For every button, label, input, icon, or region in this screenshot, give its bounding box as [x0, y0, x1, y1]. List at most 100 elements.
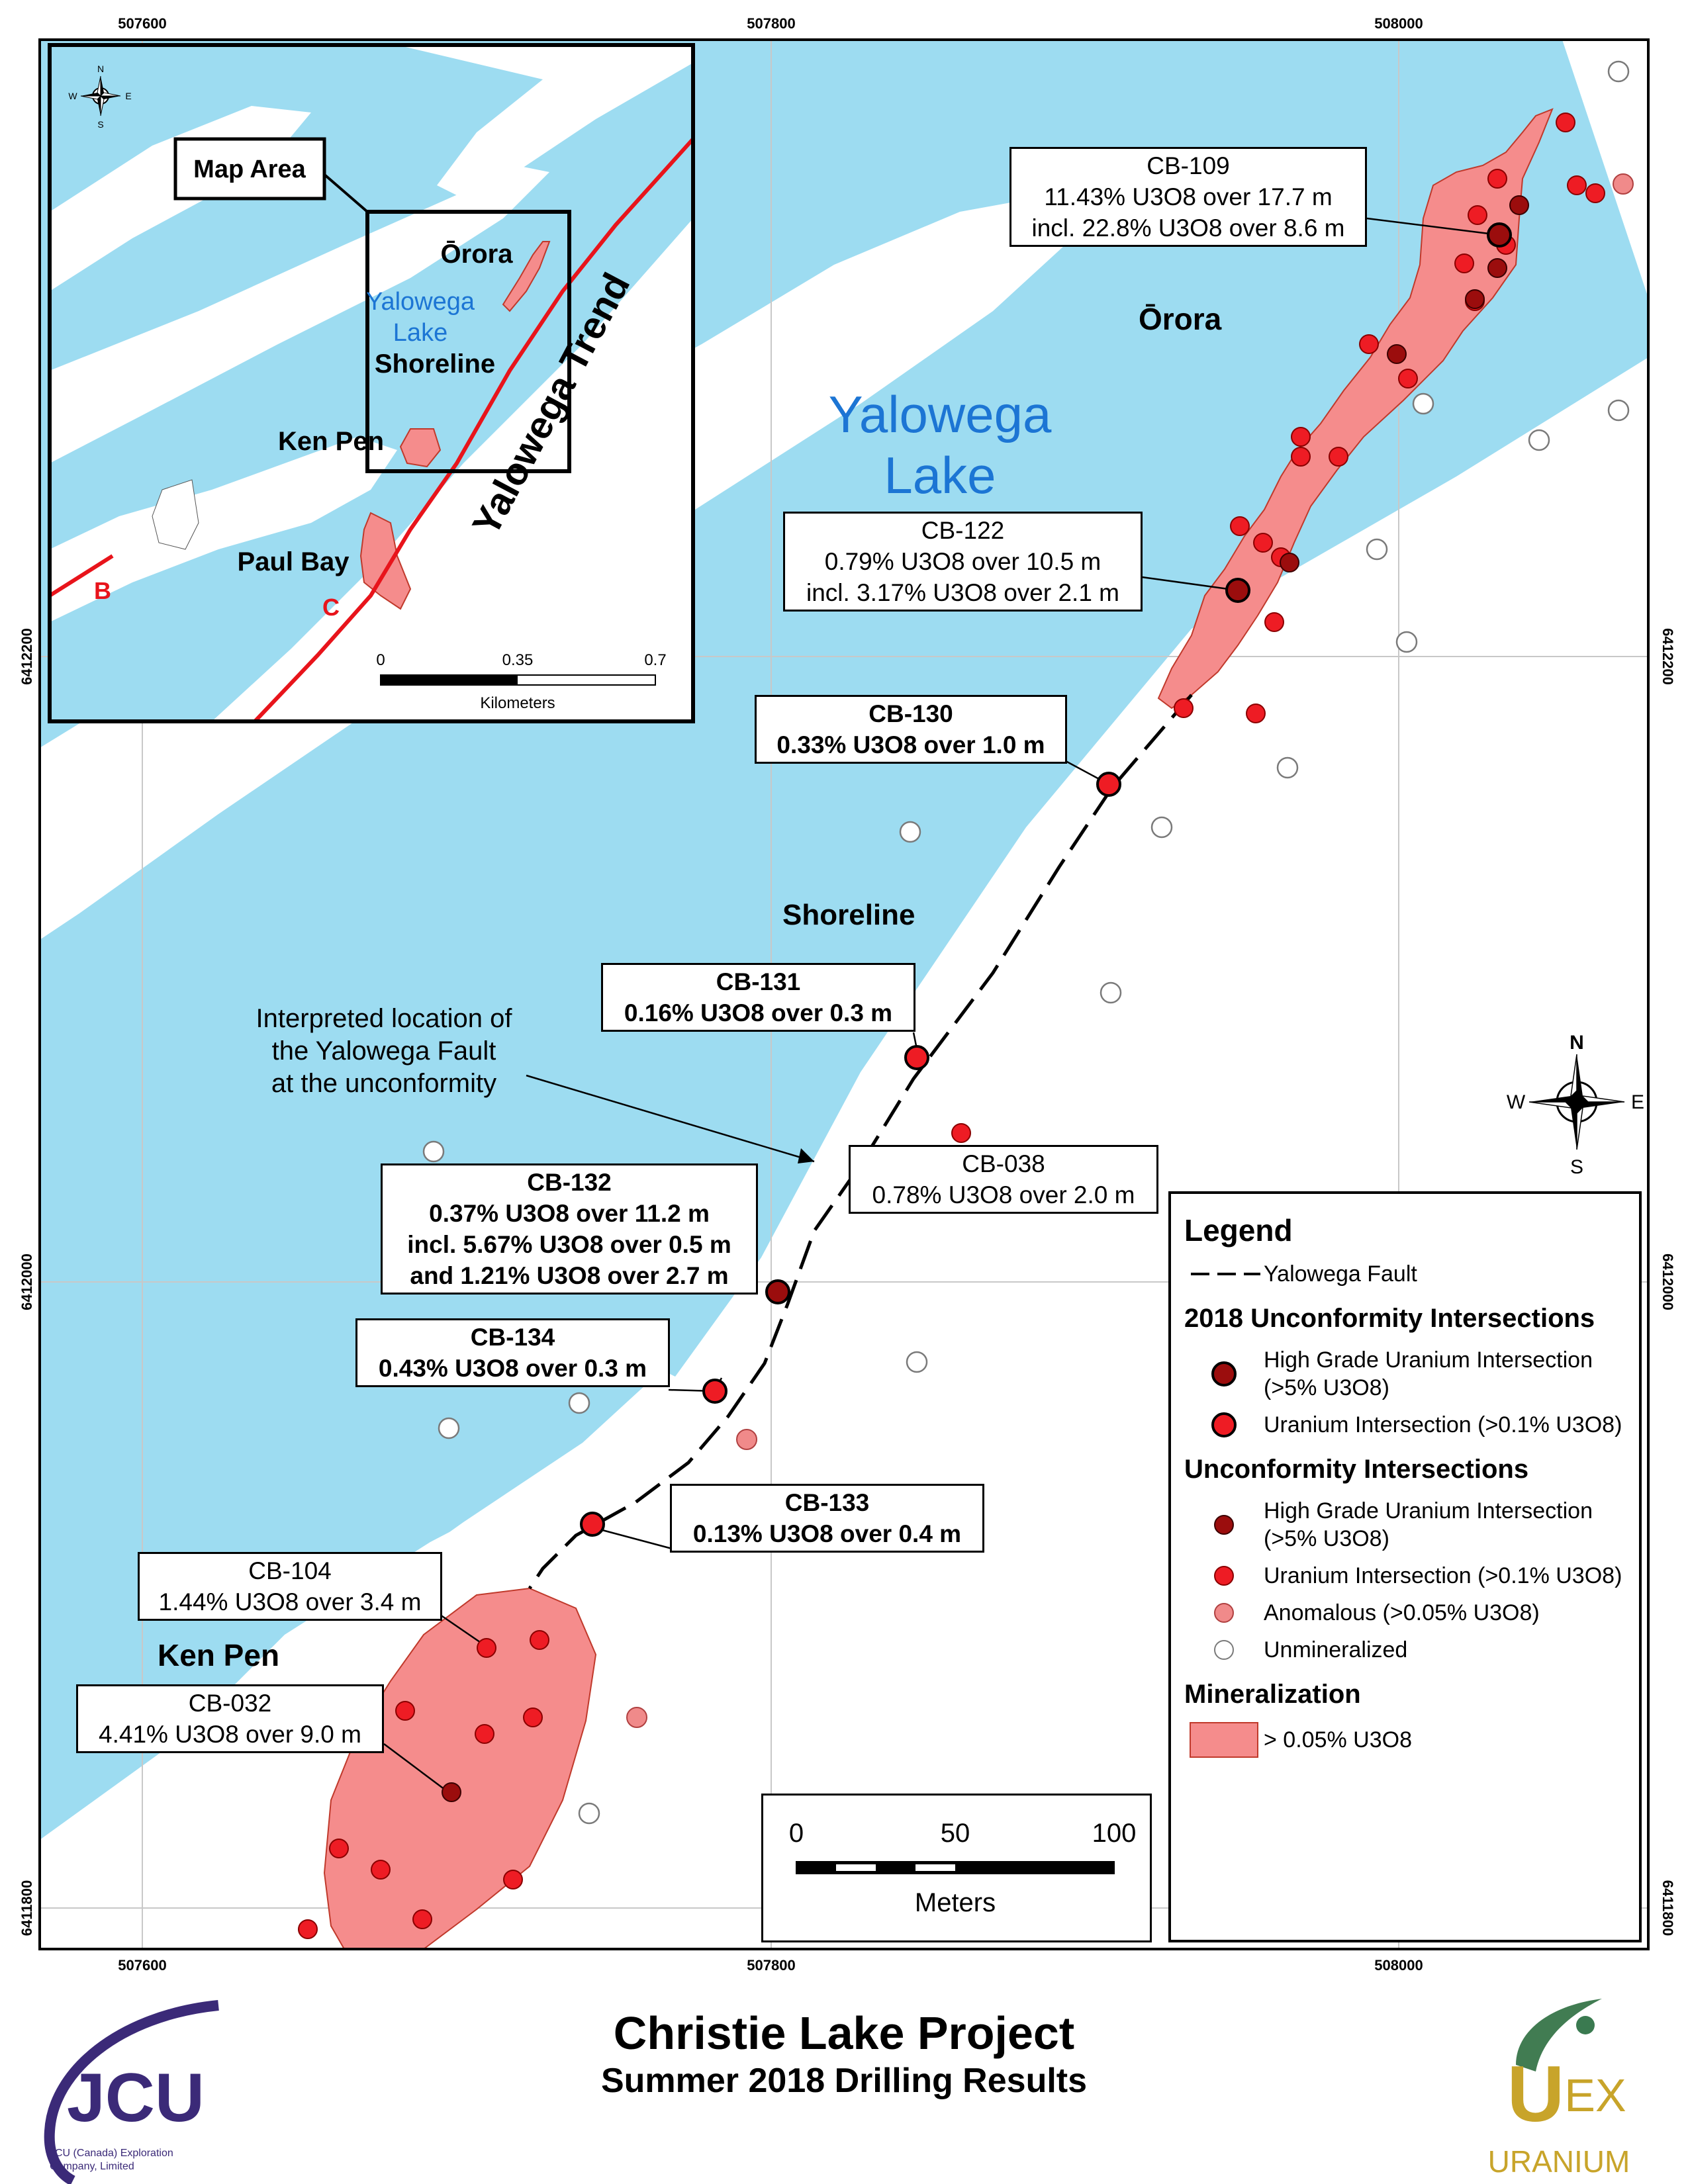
- coord-n-left-0: 6412200: [19, 628, 35, 685]
- inset-paulbay: [359, 512, 412, 610]
- legend-u-2018-row: Uranium Intersection (>0.1% U3O8): [1184, 1411, 1626, 1439]
- coord-n-right-2: 6411800: [1660, 1880, 1676, 1936]
- callout-cb109: CB-109 11.43% U3O8 over 17.7 m incl. 22.…: [1009, 147, 1367, 247]
- uranium-2018-holes: [580, 772, 1121, 1537]
- legend-u-2018-label: Uranium Intersection (>0.1% U3O8): [1264, 1412, 1622, 1437]
- scale-bar: 0 50 100 Meters: [761, 1794, 1152, 1942]
- yalowega-fault: [528, 694, 1193, 1590]
- map-frame: [38, 38, 1650, 1950]
- unmineralized-holes: [422, 60, 1630, 1825]
- uex-logo: U EX URANIUM: [1488, 1999, 1630, 2179]
- cb132-line-1: 0.37% U3O8 over 11.2 m: [429, 1200, 710, 1227]
- scale-tick-1: 50: [941, 1819, 970, 1848]
- cb132-line-2: incl. 5.67% U3O8 over 0.5 m: [407, 1231, 731, 1258]
- uex-logo-u: U: [1507, 2050, 1565, 2138]
- label-shoreline: Shoreline: [782, 899, 915, 931]
- inset-orora-label: Ōrora: [441, 240, 514, 269]
- fault-note: Interpreted location of the Yalowega Fau…: [225, 1003, 543, 1100]
- cb109-line-1: 11.43% U3O8 over 17.7 m: [1044, 183, 1333, 210]
- inset-scale-tick-2: 0.7: [644, 651, 666, 669]
- inset-c-label: C: [322, 594, 340, 621]
- cb134-line-1: 0.43% U3O8 over 0.3 m: [378, 1355, 647, 1382]
- uex-logo-ex: EX: [1564, 2070, 1626, 2121]
- scale-unit: Meters: [915, 1888, 996, 1917]
- legend-fault-row: Yalowega Fault: [1184, 1260, 1626, 1288]
- callout-cb122: CB-122 0.79% U3O8 over 10.5 m incl. 3.17…: [783, 512, 1143, 612]
- title-block: Christie Lake Project Summer 2018 Drilli…: [0, 2005, 1688, 2101]
- inset-orora: [502, 241, 551, 312]
- label-yalowega-lake: Yalowega Lake: [794, 384, 1086, 506]
- inset-land-4: [397, 45, 693, 199]
- label-ken-pen: Ken Pen: [158, 1638, 280, 1672]
- uex-logo-word: URANIUM: [1488, 2144, 1630, 2179]
- inset-island: [152, 479, 199, 550]
- coord-e-top-2: 508000: [1374, 15, 1423, 32]
- callout-cb131: CB-131 0.16% U3O8 over 0.3 m: [601, 963, 915, 1032]
- coord-n-right-1: 6412000: [1660, 1253, 1676, 1310]
- coord-n-left-1: 6412000: [19, 1253, 35, 1310]
- scale-tick-2: 100: [1092, 1819, 1137, 1848]
- inset-map-area-box: [365, 210, 571, 473]
- inset-compass-w: W: [68, 91, 77, 101]
- inset-compass-s: S: [97, 119, 103, 130]
- page-title: Christie Lake Project: [613, 2007, 1075, 2059]
- compass-n: N: [1570, 1032, 1584, 1054]
- cb032-line-1: 4.41% U3O8 over 9.0 m: [99, 1721, 361, 1748]
- page-subtitle: Summer 2018 Drilling Results: [600, 2062, 1088, 2100]
- legend-u-2018-symbol: [1211, 1412, 1237, 1437]
- fault-note-line-1: Interpreted location of: [256, 1004, 512, 1033]
- legend-min-row: > 0.05% U3O8: [1184, 1722, 1626, 1758]
- inset-map-area-label: Map Area: [193, 156, 306, 183]
- legend-unmin-symbol: [1214, 1640, 1234, 1660]
- label-orora: Ōrora: [1139, 302, 1222, 336]
- inset-land-2: [50, 165, 549, 463]
- callout-cb032: CB-032 4.41% U3O8 over 9.0 m: [76, 1684, 384, 1753]
- cb104-line-1: 1.44% U3O8 over 3.4 m: [158, 1588, 422, 1615]
- legend-fault-label: Yalowega Fault: [1264, 1261, 1417, 1287]
- cb132-id: CB-132: [527, 1169, 612, 1196]
- inset-frame: [48, 43, 695, 723]
- legend-hg-2018-label: High Grade Uranium Intersection (>5% U3O…: [1264, 1347, 1593, 1400]
- inset-kenpen: [399, 428, 442, 468]
- compass-e: E: [1631, 1091, 1644, 1113]
- fault-note-arrow: [798, 1148, 814, 1163]
- inset-lake-label-1: Yalowega: [366, 288, 475, 316]
- inset-shoreline-label: Shoreline: [375, 349, 495, 379]
- jcu-logo-text: JCU: [67, 2060, 205, 2136]
- compass-w: W: [1507, 1091, 1526, 1113]
- legend-min-label: > 0.05% U3O8: [1264, 1727, 1412, 1752]
- cb122-id: CB-122: [921, 517, 1005, 544]
- legend: Legend Yalowega Fault 2018 Unconformity …: [1168, 1191, 1642, 1942]
- legend-u-label: Uranium Intersection (>0.1% U3O8): [1264, 1563, 1622, 1588]
- callout-cb038: CB-038 0.78% U3O8 over 2.0 m: [849, 1145, 1158, 1214]
- inset-scale-unit: Kilometers: [480, 694, 555, 712]
- cb038-line-1: 0.78% U3O8 over 2.0 m: [872, 1181, 1135, 1208]
- cb109-id: CB-109: [1147, 152, 1230, 179]
- inset-compass-e: E: [125, 91, 131, 101]
- coord-e-top-1: 507800: [747, 15, 795, 32]
- uranium-holes: [298, 113, 1605, 1939]
- legend-hg-2018-row: High Grade Uranium Intersection (>5% U3O…: [1184, 1346, 1626, 1402]
- coord-n-right-0: 6412200: [1660, 628, 1676, 685]
- inset-paulbay-label: Paul Bay: [238, 547, 350, 576]
- high-grade-2018-holes: [765, 222, 1512, 1304]
- inset-map-area-label-box: [173, 137, 326, 201]
- scale-tick-0: 0: [789, 1819, 804, 1848]
- anomalous-holes: [626, 173, 1634, 1728]
- legend-u-symbol: [1214, 1566, 1234, 1586]
- inset-scale-bar: 0 0.35 0.7 Kilometers: [376, 651, 666, 712]
- cb122-line-1: 0.79% U3O8 over 10.5 m: [824, 548, 1102, 575]
- inset-compass-n: N: [97, 64, 104, 74]
- jcu-logo-sub2: Company, Limited: [50, 2161, 134, 2172]
- coord-e-bot-2: 508000: [1374, 1957, 1423, 1974]
- cb104-id: CB-104: [248, 1557, 332, 1584]
- fault-note-line-2: the Yalowega Fault: [271, 1036, 496, 1066]
- label-lake-line-2: Lake: [884, 446, 996, 504]
- inset-trend-b: [48, 554, 114, 598]
- jcu-logo-sub1: JCU (Canada) Exploration: [50, 2148, 173, 2159]
- cb133-id: CB-133: [784, 1489, 870, 1516]
- legend-hg-label: High Grade Uranium Intersection (>5% U3O…: [1264, 1498, 1593, 1551]
- legend-hg-symbol: [1214, 1515, 1234, 1535]
- legend-unmin-row: Unmineralized: [1184, 1636, 1626, 1664]
- inset-scale-tick-0: 0: [376, 651, 385, 669]
